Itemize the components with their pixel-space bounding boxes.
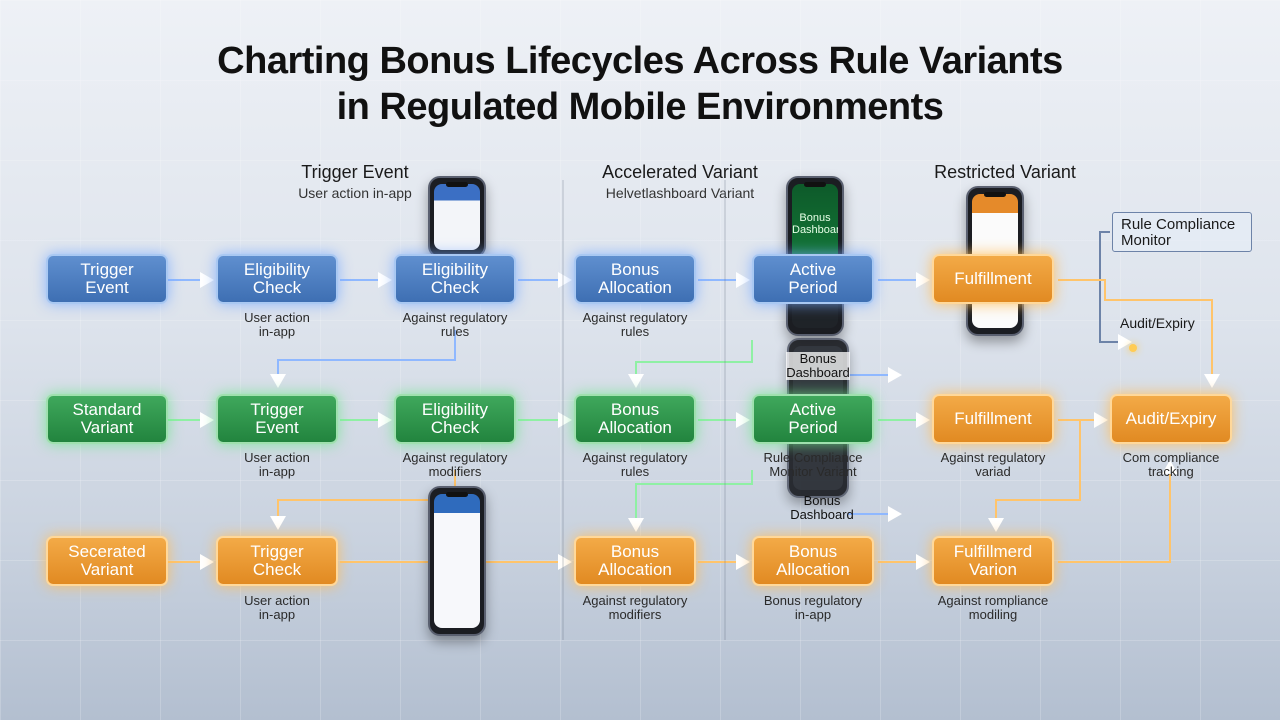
column-heading-trigger: Trigger Event User action in-app [280, 162, 430, 201]
blue-node-1[interactable]: Trigger Event [46, 254, 168, 304]
orange-note-2: Against regulatory modifiers [582, 593, 688, 622]
orange-note-1: User action in-app [244, 593, 310, 622]
phone-notch [984, 192, 1006, 197]
loop-green-to-orange [270, 470, 456, 530]
page-title: Charting Bonus Lifecycles Across Rule Va… [0, 38, 1280, 130]
phone-screen-blue [434, 184, 480, 250]
phone-notch [446, 492, 468, 497]
phone-mockup-bottom [428, 486, 486, 636]
green-note-4: Rule Compliance Monitor Variant [763, 450, 863, 479]
loop-blue-to-green [270, 330, 456, 388]
audit-link [1058, 279, 1220, 388]
loop-fulfill-to-orange [988, 420, 1081, 532]
green-note-5: Against regulatory variad [940, 450, 1046, 479]
green-node-4[interactable]: Bonus Allocation [574, 394, 696, 444]
column-accelerated-title: Accelerated Variant [602, 162, 758, 182]
orange-arrow-5 [1058, 460, 1178, 563]
blue-node-3[interactable]: Eligibility Check [394, 254, 516, 304]
orange-node-5[interactable]: Fulfillmerd Varion [932, 536, 1054, 586]
green-node-6[interactable]: Fulfillment [932, 394, 1054, 444]
orange-node-2[interactable]: Trigger Check [216, 536, 338, 586]
column-trigger-title: Trigger Event [301, 162, 409, 182]
orange-note-4: Against rompliance modiling [937, 593, 1049, 622]
column-accelerated-sub: Helvetlashboard Variant [605, 185, 755, 201]
monitor-link [1099, 231, 1132, 350]
green-note-3: Against regulatory rules [582, 450, 688, 479]
column-heading-restricted: Restricted Variant [915, 162, 1095, 183]
phone-notch [804, 182, 826, 187]
phone-screen-label: Bonus Dashboard [792, 212, 838, 236]
title-line-1: Charting Bonus Lifecycles Across Rule Va… [217, 40, 1063, 82]
phone-screen-list [434, 494, 480, 628]
phone-mockup-top [428, 176, 486, 258]
orange-note-3: Bonus regulatory in-app [763, 593, 863, 622]
green-note-1: User action in-app [244, 450, 310, 479]
green-node-3[interactable]: Eligibility Check [394, 394, 516, 444]
audit-expiry-label: Audit/Expiry [1120, 315, 1195, 331]
orange-node-1[interactable]: Secerated Variant [46, 536, 168, 586]
green-node-2[interactable]: Trigger Event [216, 394, 338, 444]
audit-dot [1129, 344, 1137, 352]
phone-notch [446, 182, 468, 187]
column-trigger-sub: User action in-app [298, 185, 412, 201]
blue-note-3: Against regulatory rules [582, 310, 688, 339]
green-note-2: Against regulatory modifiers [402, 450, 508, 479]
blue-note-1: User action in-app [244, 310, 310, 339]
green-node-5[interactable]: Active Period [752, 394, 874, 444]
blue-node-6[interactable]: Fulfillment [932, 254, 1054, 304]
dashboard-label-top: Bonus Dashboard [786, 351, 850, 380]
orange-node-3[interactable]: Bonus Allocation [574, 536, 696, 586]
orange-node-4[interactable]: Bonus Allocation [752, 536, 874, 586]
rule-compliance-monitor[interactable]: Rule Compliance Monitor [1112, 212, 1252, 252]
green-node-7[interactable]: Audit/Expiry [1110, 394, 1232, 444]
column-restricted-title: Restricted Variant [934, 162, 1076, 182]
blue-node-4[interactable]: Bonus Allocation [574, 254, 696, 304]
blue-note-2: Against regulatory rules [402, 310, 508, 339]
dashboard-label-bottom: Bonus Dashboard [790, 493, 854, 522]
blue-node-2[interactable]: Eligibility Check [216, 254, 338, 304]
loop-accel-to-orange [628, 470, 753, 532]
green-node-1[interactable]: Standard Variant [46, 394, 168, 444]
title-line-2: in Regulated Mobile Environments [336, 86, 944, 128]
green-note-6: Com compliance tracking [1122, 450, 1220, 479]
column-heading-accelerated: Accelerated Variant Helvetlashboard Vari… [590, 162, 770, 201]
loop-accel-to-green [628, 340, 753, 388]
blue-node-5[interactable]: Active Period [752, 254, 874, 304]
